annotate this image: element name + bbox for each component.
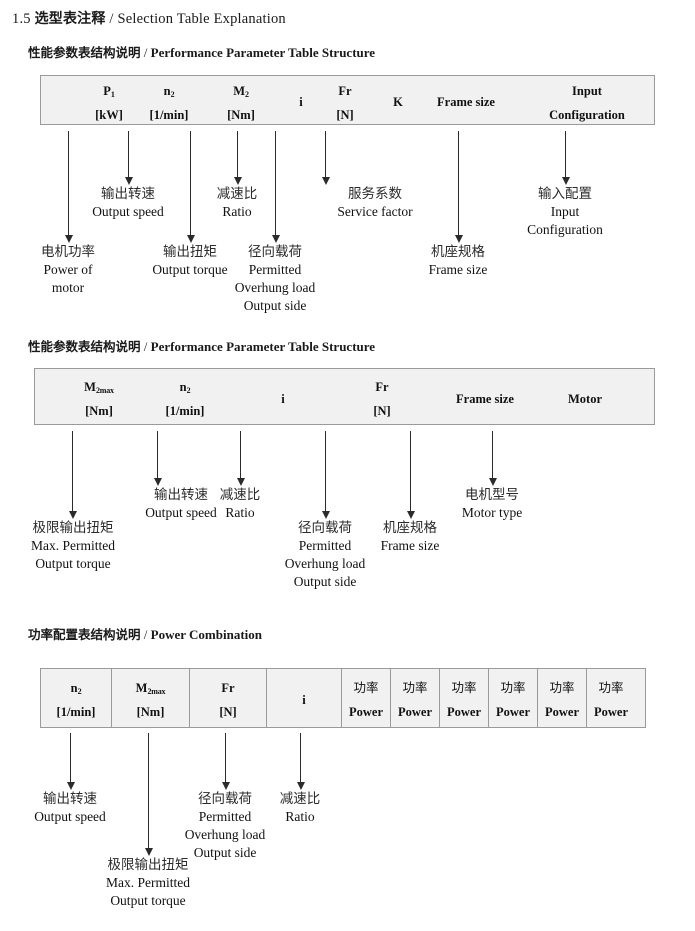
table1-col-k: K <box>393 95 403 109</box>
arrow-to-frame-size-2 <box>406 431 415 519</box>
section-3-heading-cn: 功率配置表结构说明 <box>28 627 141 642</box>
table3-col-n2: n2 [1/min] <box>56 681 96 719</box>
table3-divider-7 <box>488 669 489 727</box>
note-overhung-load-2: 径向载荷 Permitted Overhung load Output side <box>284 520 366 589</box>
table3-col-power-5: 功率 Power <box>544 680 579 719</box>
table3-divider-6 <box>439 669 440 727</box>
table3-divider-2 <box>189 669 190 727</box>
table2-col-frame-size: Frame size <box>456 392 514 406</box>
arrow-to-service-factor <box>321 131 330 185</box>
note-power-of-motor: 电机功率 Power of motor <box>41 244 95 295</box>
note-overhung-load: 径向载荷 Permitted Overhung load Output side <box>234 244 316 313</box>
note-output-speed-2: 输出转速 Output speed <box>145 487 217 520</box>
table3-divider-4 <box>341 669 342 727</box>
table3-divider-1 <box>111 669 112 727</box>
table3-col-i: i <box>302 693 306 707</box>
section-1-heading-separator: / <box>143 45 148 60</box>
performance-parameter-table-2: M2max [Nm] n2 [1/min] i Fr [N] Frame siz… <box>34 368 655 425</box>
table3-divider-5 <box>390 669 391 727</box>
section-2-heading-cn: 性能参数表结构说明 <box>28 339 141 354</box>
page-title-cn: 选型表注释 <box>34 11 106 27</box>
table1-col-frame-size: Frame size <box>437 95 495 109</box>
note-service-factor: 服务系数 Service factor <box>337 186 413 219</box>
table1-col-p1: P1 [kW] <box>95 84 123 122</box>
note-ratio-3: 减速比 Ratio <box>279 791 321 824</box>
note-output-torque: 输出扭矩 Output torque <box>152 244 228 277</box>
table3-col-power-2: 功率 Power <box>397 680 432 719</box>
note-motor-type: 电机型号 Motor type <box>461 487 523 520</box>
note-max-permitted-output-torque-3: 极限输出扭矩 Max. Permitted Output torque <box>106 857 190 908</box>
arrow-to-ratio <box>233 131 242 185</box>
table1-col-input-configuration: Input Configuration <box>549 84 625 122</box>
arrow-to-overhung-load <box>271 131 280 243</box>
section-2-heading-en: Performance Parameter Table Structure <box>150 339 376 354</box>
note-output-speed-3: 输出转速 Output speed <box>34 791 106 824</box>
arrow-to-frame-size <box>454 131 463 243</box>
table2-col-motor: Motor <box>567 392 602 406</box>
arrow-to-output-speed <box>124 131 133 185</box>
table3-col-power-3: 功率 Power <box>446 680 481 719</box>
section-3-heading-separator: / <box>143 627 148 642</box>
note-ratio-2: 减速比 Ratio <box>219 487 261 520</box>
section-1-heading: 性能参数表结构说明 / Performance Parameter Table … <box>28 42 375 61</box>
table2-col-n2: n2 [1/min] <box>165 380 205 418</box>
arrow-to-motor-type <box>488 431 497 486</box>
power-combination-table: n2 [1/min] M2max [Nm] Fr [N] i 功率 Power … <box>40 668 646 728</box>
arrow-to-overhung-load-2 <box>321 431 330 519</box>
arrow-to-output-speed-2 <box>153 431 162 486</box>
note-input-configuration: 输入配置 Input Configuration <box>527 186 603 237</box>
arrow-to-power-of-motor <box>64 131 73 243</box>
table3-divider-9 <box>586 669 587 727</box>
arrow-to-output-speed-3 <box>66 733 75 790</box>
table1-col-m2: M2 [Nm] <box>227 84 255 122</box>
table1-col-i: i <box>299 95 303 109</box>
table3-col-power-1: 功率 Power <box>348 680 383 719</box>
table1-col-fr: Fr [N] <box>336 84 354 122</box>
note-ratio: 减速比 Ratio <box>216 186 258 219</box>
note-frame-size-2: 机座规格 Frame size <box>380 520 440 553</box>
note-output-speed: 输出转速 Output speed <box>92 186 164 219</box>
page-title-en: Selection Table Explanation <box>117 11 286 27</box>
note-max-permitted-output-torque: 极限输出扭矩 Max. Permitted Output torque <box>31 520 115 571</box>
note-frame-size: 机座规格 Frame size <box>428 244 488 277</box>
section-1-heading-en: Performance Parameter Table Structure <box>150 45 376 60</box>
section-2-heading-separator: / <box>143 339 148 354</box>
arrow-to-max-permitted-output-torque-3 <box>144 733 153 856</box>
performance-parameter-table-1: P1 [kW] n2 [1/min] M2 [Nm] i Fr [N] K Fr… <box>40 75 655 125</box>
note-overhung-load-3: 径向载荷 Permitted Overhung load Output side <box>184 791 266 860</box>
arrow-to-ratio-3 <box>296 733 305 790</box>
arrow-to-input-configuration <box>561 131 570 185</box>
arrow-to-max-permitted-output-torque <box>68 431 77 519</box>
table1-col-n2: n2 [1/min] <box>149 84 189 122</box>
table2-col-m2max: M2max [Nm] <box>84 380 114 418</box>
arrow-to-ratio-2 <box>236 431 245 486</box>
section-1-heading-cn: 性能参数表结构说明 <box>28 45 141 60</box>
table3-divider-8 <box>537 669 538 727</box>
page-title-separator: / <box>109 11 114 27</box>
table3-col-fr: Fr [N] <box>219 681 237 719</box>
table3-divider-3 <box>266 669 267 727</box>
table3-col-power-4: 功率 Power <box>495 680 530 719</box>
table2-col-i: i <box>281 392 285 406</box>
section-2-heading: 性能参数表结构说明 / Performance Parameter Table … <box>28 336 375 355</box>
page-title: 1.5 选型表注释 / Selection Table Explanation <box>12 8 286 28</box>
table3-col-power-6: 功率 Power <box>593 680 628 719</box>
arrow-to-overhung-load-3 <box>221 733 230 790</box>
section-3-heading-en: Power Combination <box>150 627 262 642</box>
table3-col-m2max: M2max [Nm] <box>135 681 166 719</box>
table2-col-fr: Fr [N] <box>373 380 391 418</box>
page-title-number: 1.5 <box>12 11 31 27</box>
arrow-to-output-torque <box>186 131 195 243</box>
section-3-heading: 功率配置表结构说明 / Power Combination <box>28 624 262 643</box>
